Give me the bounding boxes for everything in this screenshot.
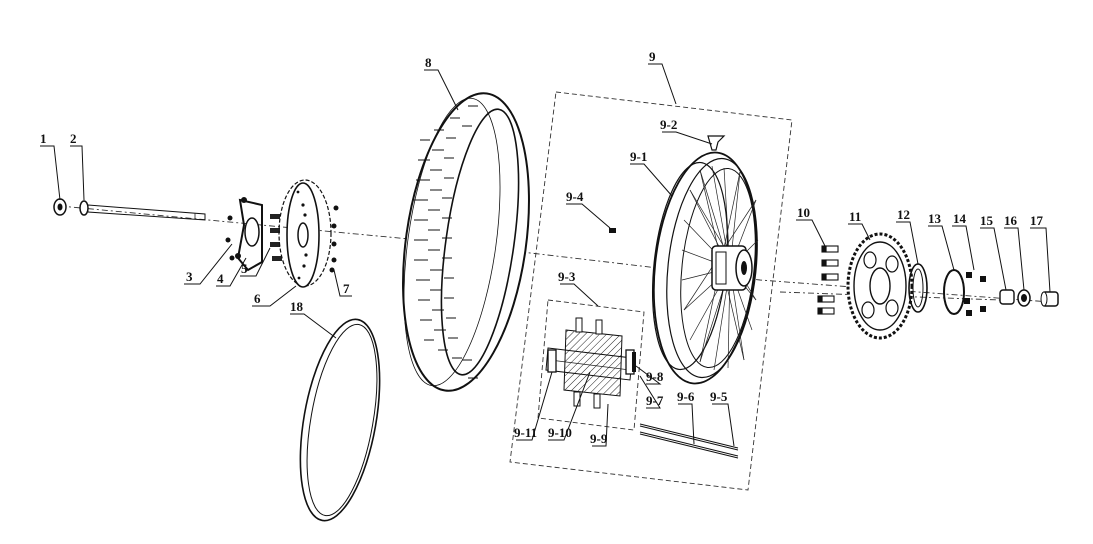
part-9-3-hub-section — [545, 317, 636, 409]
part-13-snap-ring — [943, 269, 965, 315]
part-16-nut — [1017, 289, 1031, 307]
part-10-bolts — [817, 245, 839, 315]
label-part-9-7: 9-7 — [646, 393, 664, 408]
part-9-2-valve — [707, 135, 726, 151]
tire-tread-pattern — [414, 105, 478, 379]
label-part-9-2: 9-2 — [660, 117, 677, 132]
label-part-9-8: 9-8 — [646, 369, 664, 384]
wheel-hub — [711, 245, 753, 291]
label-part-7: 7 — [343, 281, 350, 296]
label-part-9: 9 — [649, 49, 656, 64]
part-3-4-bracket — [225, 197, 263, 272]
label-part-5: 5 — [241, 261, 248, 276]
part-9-1-wheel-rim — [651, 151, 759, 385]
part-6-brake-disc — [278, 179, 332, 288]
part-17-cap — [1040, 291, 1059, 307]
label-part-2: 2 — [70, 131, 77, 146]
label-part-18: 18 — [290, 299, 304, 314]
leader-lines — [40, 63, 1051, 447]
label-part-4: 4 — [217, 271, 224, 286]
label-part-17: 17 — [1030, 213, 1044, 228]
label-part-9-6: 9-6 — [677, 389, 695, 404]
assembly-9-box — [509, 91, 793, 491]
label-part-9-5: 9-5 — [710, 389, 728, 404]
label-part-9-9: 9-9 — [590, 431, 608, 446]
label-part-3: 3 — [186, 269, 193, 284]
label-part-8: 8 — [425, 55, 432, 70]
part-11-sprocket — [846, 232, 914, 340]
assembly-9-3-box — [537, 299, 645, 431]
part-14-nuts — [964, 272, 986, 316]
label-part-11: 11 — [849, 209, 861, 224]
part-labels: 1 2 3 4 5 6 7 8 9 9-1 9-2 9-3 9-4 9-5 9-… — [40, 49, 1044, 446]
part-9-5-9-6-spokes — [639, 423, 739, 459]
part-2-axle — [79, 200, 206, 221]
label-part-10: 10 — [797, 205, 810, 220]
label-part-12: 12 — [897, 207, 910, 222]
label-part-1: 1 — [40, 131, 47, 146]
label-part-9-10: 9-10 — [548, 425, 572, 440]
part-7-nuts — [329, 205, 339, 273]
part-1-nut — [53, 198, 67, 216]
part-18-rim-band — [299, 318, 381, 522]
part-15-bearing — [999, 289, 1015, 305]
label-part-9-3: 9-3 — [558, 269, 576, 284]
label-part-13: 13 — [928, 211, 942, 226]
label-part-9-1: 9-1 — [630, 149, 647, 164]
label-part-6: 6 — [254, 291, 261, 306]
label-part-14: 14 — [953, 211, 967, 226]
label-part-9-11: 9-11 — [514, 425, 537, 440]
part-5-bolts — [270, 214, 282, 261]
part-9-4-nipple — [609, 228, 616, 233]
label-part-9-4: 9-4 — [566, 189, 584, 204]
label-part-15: 15 — [980, 213, 994, 228]
label-part-16: 16 — [1004, 213, 1018, 228]
part-8-tire — [402, 92, 530, 392]
